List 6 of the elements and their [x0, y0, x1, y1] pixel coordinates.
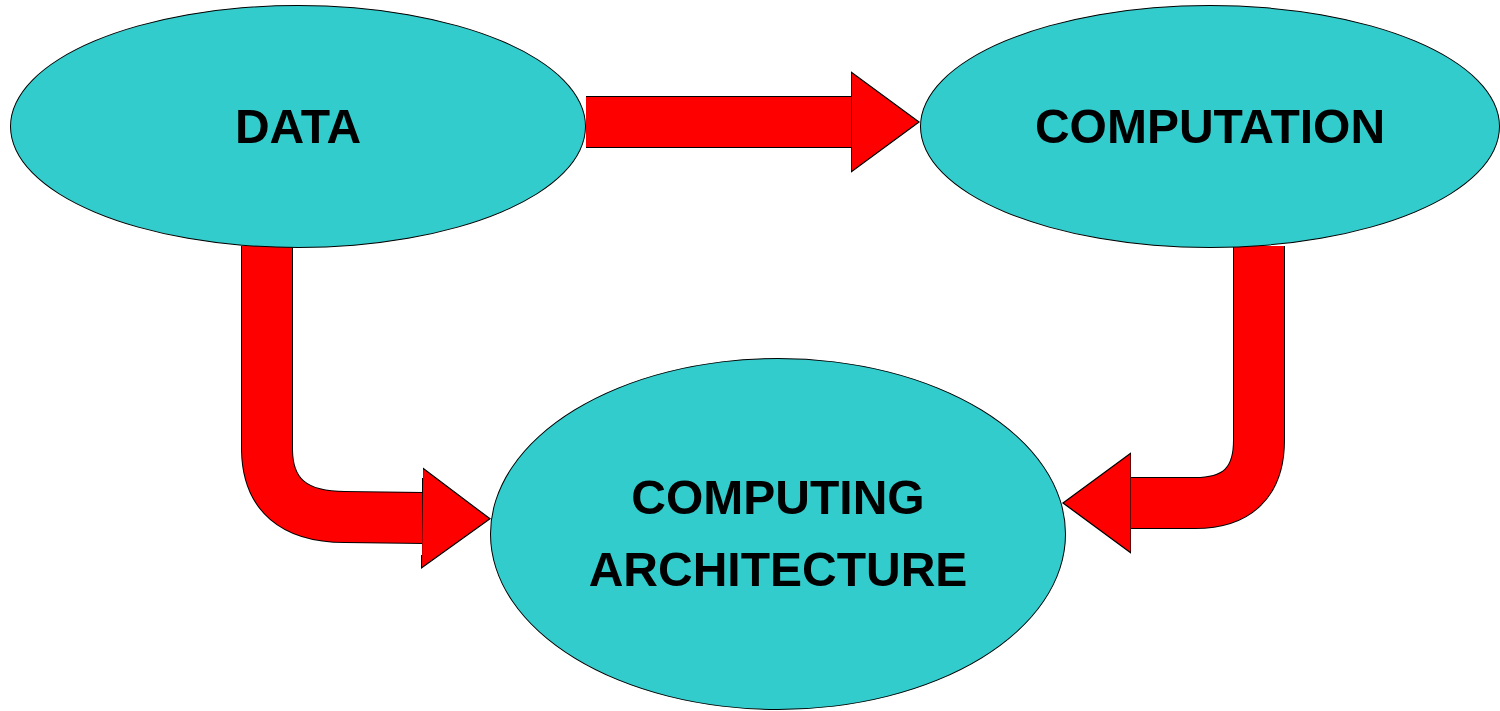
block-arrow: [586, 71, 920, 173]
node-label: COMPUTING ARCHITECTURE: [587, 470, 969, 598]
node-label: COMPUTATION: [1034, 98, 1386, 155]
node-label: DATA: [234, 98, 362, 155]
block-arrow: [241, 246, 491, 569]
block-arrow: [1062, 246, 1285, 554]
